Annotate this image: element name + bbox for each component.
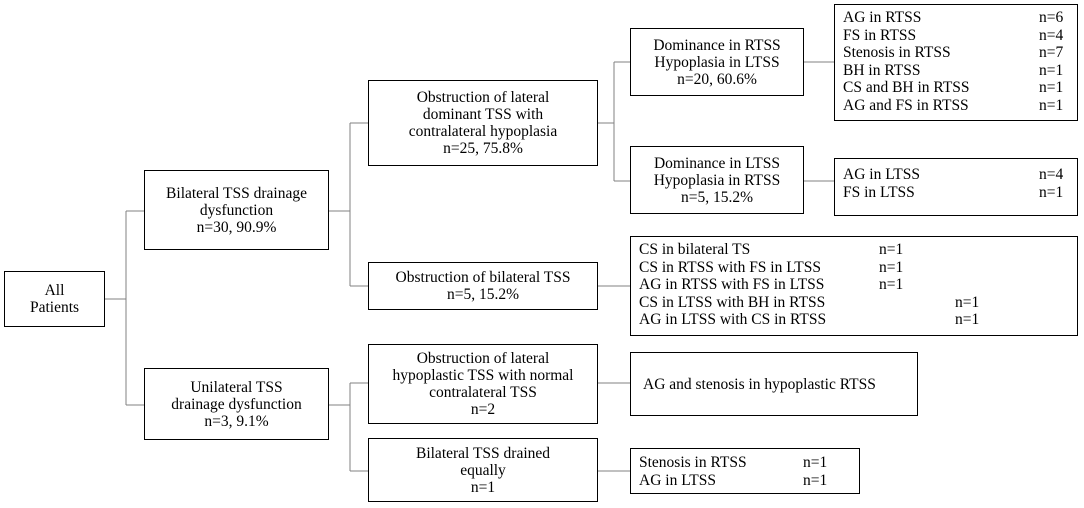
lateral-dominant-box: Obstruction of lateral dominant TSS with… xyxy=(368,80,598,166)
detail-value: n=1 xyxy=(1039,183,1064,201)
detail-row: BH in RTSS n=1 xyxy=(843,62,1069,80)
dominance-rtss-box: Dominance in RTSS Hypoplasia in LTSS n=2… xyxy=(630,28,804,96)
ltss-dominance-details: AG in LTSS n=4 FS in LTSS n=1 xyxy=(834,158,1078,216)
box-line: n=5, 15.2% xyxy=(446,286,520,303)
detail-value: n=1 xyxy=(803,471,828,489)
box-line: n=30, 90.9% xyxy=(196,218,277,236)
detail-row: CS in bilateral TS n=1 xyxy=(639,241,1069,259)
box-line: dysfunction xyxy=(199,201,274,219)
detail-row: CS in RTSS with FS in LTSS n=1 xyxy=(639,259,1069,277)
detail-label: AG in LTSS xyxy=(639,471,716,489)
detail-value: n=1 xyxy=(879,241,904,258)
box-line: Obstruction of lateral xyxy=(416,350,550,367)
box-line: equally xyxy=(460,461,506,479)
detail-value: n=1 xyxy=(879,276,904,293)
box-line: n=3, 9.1% xyxy=(204,412,269,430)
detail-label: Stenosis in RTSS xyxy=(843,44,951,61)
root-line: All xyxy=(44,282,65,299)
detail-row: AG in RTSS with FS in LTSS n=1 xyxy=(639,276,1069,294)
box-line: Dominance in RTSS xyxy=(653,36,781,54)
detail-row: FS in LTSS n=1 xyxy=(843,184,1069,202)
box-line: contralateral hypoplasia xyxy=(408,123,558,140)
detail-row: AG in LTSS n=4 xyxy=(843,166,1069,184)
detail-row: FS in RTSS n=4 xyxy=(843,27,1069,45)
box-line: n=20, 60.6% xyxy=(677,70,757,88)
box-line: Unilateral TSS xyxy=(190,378,283,396)
detail-label: Stenosis in RTSS xyxy=(639,454,747,471)
bilateral-obstruction-box: Obstruction of bilateral TSS n=5, 15.2% xyxy=(368,262,598,310)
detail-value: n=1 xyxy=(1039,61,1064,79)
detail-value: n=1 xyxy=(1039,79,1064,96)
box-line: Bilateral TSS drained xyxy=(415,444,551,462)
detail-label: CS in bilateral TS xyxy=(639,241,751,258)
box-line: contralateral TSS xyxy=(429,384,537,401)
box-line: n=1 xyxy=(470,478,496,496)
bilateral-dysfunction-box: Bilateral TSS drainage dysfunction n=30,… xyxy=(144,170,329,250)
detail-label: CS in RTSS with FS in LTSS xyxy=(639,258,821,276)
dominance-ltss-box: Dominance in LTSS Hypoplasia in RTSS n=5… xyxy=(630,146,804,214)
detail-label: AG and stenosis in hypoplastic RTSS xyxy=(643,375,876,393)
detail-value: n=1 xyxy=(803,454,828,471)
root-line: Patients xyxy=(29,299,80,316)
equal-drainage-details: Stenosis in RTSS n=1 AG in LTSS n=1 xyxy=(630,448,860,494)
detail-value: n=1 xyxy=(1039,96,1064,114)
detail-row: CS in LTSS with BH in RTSS n=1 xyxy=(639,294,1069,312)
hypoplastic-details: AG and stenosis in hypoplastic RTSS xyxy=(630,352,918,416)
box-line: dominant TSS with xyxy=(422,106,544,123)
box-line: Bilateral TSS drainage xyxy=(166,184,307,202)
box-line: n=5, 15.2% xyxy=(680,188,754,206)
detail-label: FS in LTSS xyxy=(843,183,915,201)
box-line: Hypoplasia in RTSS xyxy=(653,171,781,189)
detail-row: AG and FS in RTSS n=1 xyxy=(843,97,1069,115)
box-line: Dominance in LTSS xyxy=(653,154,780,172)
box-line: Hypoplasia in LTSS xyxy=(654,53,780,71)
detail-value: n=1 xyxy=(955,293,980,311)
detail-row: CS and BH in RTSS n=1 xyxy=(843,79,1069,97)
detail-label: AG in LTSS xyxy=(843,166,920,183)
detail-value: n=1 xyxy=(879,258,904,276)
detail-label: BH in RTSS xyxy=(843,61,921,79)
detail-label: CS and BH in RTSS xyxy=(843,79,970,96)
detail-row: AG in LTSS n=1 xyxy=(639,472,851,490)
box-line: n=25, 75.8% xyxy=(443,140,523,157)
box-line: hypoplastic TSS with normal xyxy=(392,367,574,384)
detail-label: AG in LTSS with CS in RTSS xyxy=(639,311,827,328)
detail-label: AG in RTSS with FS in LTSS xyxy=(639,276,825,293)
bilateral-obstruction-details: CS in bilateral TS n=1 CS in RTSS with FS… xyxy=(630,236,1078,336)
hypoplastic-obstruction-box: Obstruction of lateral hypoplastic TSS w… xyxy=(368,344,598,424)
box-line: n=2 xyxy=(470,401,496,418)
detail-value: n=1 xyxy=(955,311,980,328)
detail-label: CS in LTSS with BH in RTSS xyxy=(639,293,826,311)
detail-label: AG and FS in RTSS xyxy=(843,96,969,114)
detail-value: n=4 xyxy=(1039,166,1064,183)
rtss-dominance-details: AG in RTSS n=6 FS in RTSS n=4 Stenosis in … xyxy=(834,4,1078,121)
unilateral-dysfunction-box: Unilateral TSS drainage dysfunction n=3,… xyxy=(144,368,329,440)
detail-label: FS in RTSS xyxy=(843,26,917,44)
box-line: Obstruction of bilateral TSS xyxy=(395,269,571,286)
detail-row: AG in LTSS with CS in RTSS n=1 xyxy=(639,311,1069,329)
root-box: All Patients xyxy=(4,271,105,327)
detail-label: AG in RTSS xyxy=(843,9,922,26)
box-line: drainage dysfunction xyxy=(171,395,302,413)
detail-value: n=7 xyxy=(1039,44,1064,61)
detail-row: Stenosis in RTSS n=1 xyxy=(639,454,851,472)
detail-value: n=4 xyxy=(1039,26,1064,44)
detail-row: Stenosis in RTSS n=7 xyxy=(843,44,1069,62)
detail-row: AG in RTSS n=6 xyxy=(843,9,1069,27)
detail-value: n=6 xyxy=(1039,9,1064,26)
box-line: Obstruction of lateral xyxy=(416,89,550,106)
equal-drainage-box: Bilateral TSS drained equally n=1 xyxy=(368,438,598,502)
